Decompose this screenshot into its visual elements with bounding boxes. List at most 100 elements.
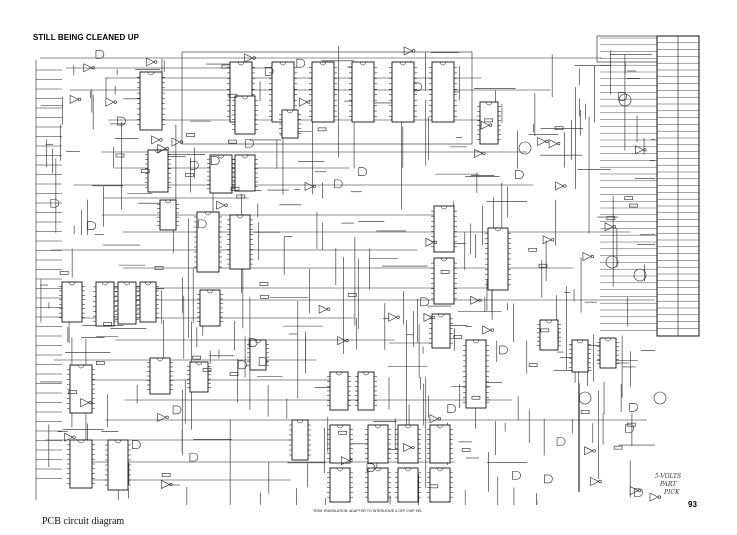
ic-chip [115,281,139,325]
resistor [103,322,112,326]
inverter-bubble [77,97,82,101]
ic-chip [194,211,222,273]
buffer-gate [337,336,347,346]
buffer-gate [157,412,167,422]
buffer-gate [480,120,490,130]
buffer-gate [649,492,659,502]
logic-gate [366,463,376,472]
resistor [140,169,150,173]
resistor [228,93,238,98]
logic-gate [189,452,199,462]
ic-chip [355,371,377,411]
ic-chip [327,371,351,411]
buffer-gate [482,325,492,335]
logic-gate [447,404,457,414]
resistor [440,270,450,274]
bottom-note: ROM TRANSLATION: ADAPTOR TO INTERLEAVE &… [314,509,422,513]
inverter-bubble [612,225,617,229]
resistor [627,422,636,427]
buffer-gate [537,137,547,146]
ic-chip [157,199,179,231]
buffer-gate [171,137,181,147]
transistor [653,391,667,405]
inverter-bubble [307,100,311,104]
resistor [202,368,212,372]
buffer-gate [304,181,314,191]
buffer-gate [80,398,90,408]
inverter-bubble [478,298,482,302]
inverter-bubble [179,140,184,144]
inverter-bubble [437,417,442,421]
ic-chip [232,154,258,192]
inverter-bubble [113,100,117,104]
ic-chip [289,419,311,461]
inverter-bubble [396,315,400,319]
logic-gate [50,198,60,208]
buffer-gate [542,235,552,245]
logic-gate [499,345,508,355]
ic-chip [349,61,377,123]
logic-gate [172,405,182,415]
inverter-bubble [349,459,353,463]
resistor [461,448,471,452]
ic-chip [431,257,457,305]
figure-caption: PCB circuit diagram [42,516,125,527]
resistor [236,194,246,199]
inverter-bubble [643,148,647,152]
buffer-gate [341,456,351,466]
resistor [115,153,125,158]
ic-chip [427,424,453,464]
logic-gate [95,50,105,59]
ic-chip [365,424,391,464]
ic-chip [227,214,253,270]
inverter-bubble [556,142,561,146]
resistor [229,372,239,376]
resistor [338,430,347,435]
buffer-gate [629,486,639,496]
ic-chip [67,364,95,414]
inverter-bubble [159,138,163,142]
ic-chip [137,281,159,323]
inverter-bubble [165,146,169,151]
inverter-bubble [488,123,493,127]
resistor [161,473,171,477]
transistor [578,391,592,405]
rom-block-outline [181,51,473,145]
logic-gate [210,156,220,165]
resistor [59,271,69,275]
inverter-bubble [598,479,602,484]
buffer-gate [83,63,93,73]
inverter-bubble [345,338,349,343]
inverter-bubble [550,238,555,242]
logic-gate [117,116,126,126]
resistor [471,395,481,400]
logic-gate [190,160,199,170]
buffer-gate [318,304,328,314]
buffer-gate [604,222,614,232]
buffer-gate [470,295,480,305]
ic-chip [279,109,301,139]
resistor [68,390,78,394]
inverter-bubble [638,488,642,493]
ic-chip [137,71,165,131]
resistor [453,335,463,339]
ic-chip [93,281,117,327]
buffer-gate [548,139,558,149]
logic-gate [132,440,141,449]
buffer-gate [403,46,413,56]
transistor [518,141,532,155]
resistor [259,282,269,286]
buffer-gate [157,143,167,153]
inverter-bubble [592,449,596,453]
side-note-line: PICK [663,489,680,496]
buffer-gate [429,414,439,424]
ic-chip [327,424,353,464]
inverter-bubble [590,254,595,259]
resistor [484,118,494,123]
logic-gate [629,402,638,412]
ic-chip [59,281,85,323]
buffer-gate [474,148,484,158]
logic-gate [625,424,634,433]
logic-gate [420,297,429,307]
